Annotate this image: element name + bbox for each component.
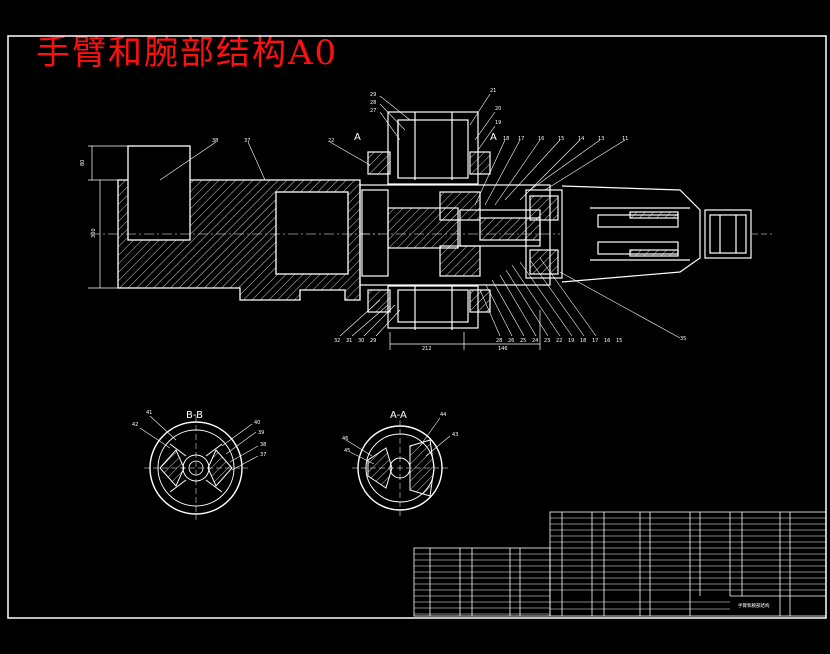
balloon-15: 15 [558,136,564,142]
dim-146: 146 [498,346,508,352]
balloon-18: 18 [503,136,509,142]
section-aa-label: A-A [390,410,407,421]
balloon-bb-5: 38 [260,442,266,448]
balloon-aa-1: 46 [342,436,348,442]
section-bb-label: B-B [186,410,203,421]
balloon-14: 14 [578,136,584,142]
section-marker-a-right: A [490,132,497,143]
balloon-19: 19 [495,120,501,126]
balloon-b-25: 25 [520,338,526,344]
wrist-housing [359,111,560,330]
balloon-28: 28 [370,100,376,106]
balloon-aa-2: 45 [344,448,350,454]
leader-lines-bottom [339,257,597,337]
balloon-b-31: 31 [346,338,352,344]
left-dimensions [88,145,128,289]
balloon-b-18: 18 [580,338,586,344]
balloon-b-22: 22 [556,338,562,344]
balloon-22: 22 [328,138,334,144]
leader-lines-top [159,93,681,339]
balloon-b-17: 17 [592,338,598,344]
balloon-20: 20 [495,106,501,112]
balloon-bb-2: 41 [146,410,152,416]
bottom-dimensions [389,310,541,350]
balloon-11: 11 [622,136,628,142]
balloon-bb-4: 39 [258,430,264,436]
balloon-b-30: 30 [358,338,364,344]
balloon-arm-1: 38 [212,138,218,144]
balloon-21: 21 [490,88,496,94]
section-view-aa [345,417,451,516]
title-block-name: 手臂和腕部结构 [738,602,770,609]
balloon-aa-3: 44 [440,412,446,418]
balloon-b-19: 19 [568,338,574,344]
balloon-bb-3: 40 [254,420,260,426]
balloon-bb-1: 42 [132,422,138,428]
balloon-aa-4: 43 [452,432,458,438]
balloon-16: 16 [538,136,544,142]
parts-list [413,511,827,617]
section-marker-a-left: A [354,132,361,143]
balloon-27: 27 [370,108,376,114]
drawing-title: 手臂和腕部结构A0 [36,33,339,73]
dim-80: 80 [80,160,86,166]
balloon-bb-6: 37 [260,452,266,458]
balloon-b-26: 26 [508,338,514,344]
balloon-b-16: 16 [604,338,610,344]
dim-300: 300 [91,228,97,238]
dim-212: 212 [422,346,432,352]
balloon-b-29: 29 [370,338,376,344]
balloon-13: 13 [598,136,604,142]
balloon-b-32: 32 [334,338,340,344]
balloon-35: 35 [680,336,686,342]
balloon-b-24: 24 [532,338,538,344]
balloon-arm-2: 37 [244,138,250,144]
balloon-17: 17 [518,136,524,142]
arm-body [90,145,380,301]
section-view-bb [139,415,259,520]
balloon-29: 29 [370,92,376,98]
balloon-b-28: 28 [496,338,502,344]
balloon-b-15: 15 [616,338,622,344]
gripper-assembly [525,185,772,283]
parts-list-rows [414,517,826,615]
balloon-b-23: 23 [544,338,550,344]
sheet-border [7,35,827,619]
